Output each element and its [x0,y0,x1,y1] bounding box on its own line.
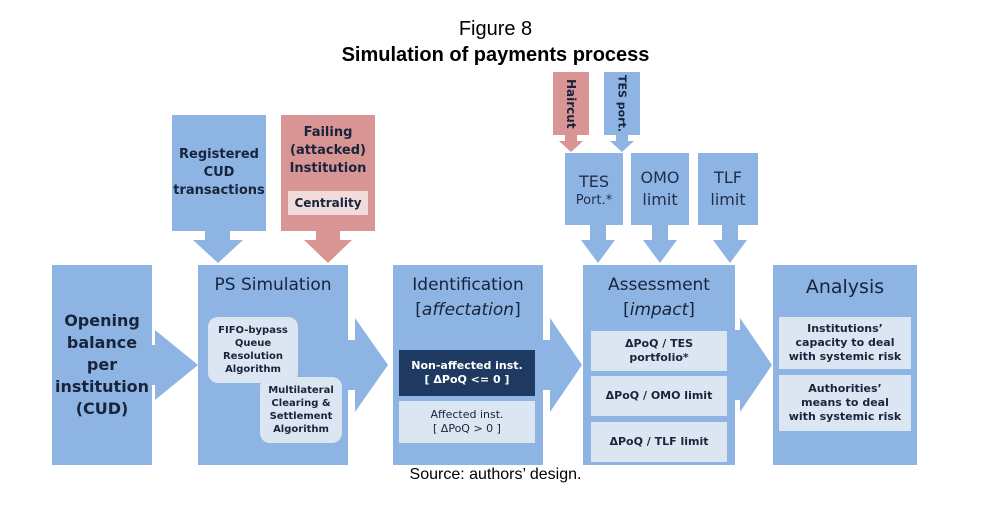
identification-subtitle-text: affectation [421,300,515,320]
figure-number: Figure 8 [458,18,533,40]
tlf-ratio-box: ΔPoQ / TLF limit [591,422,727,462]
authorities-means-box: Authorities’ means to deal with systemic… [779,375,911,431]
multilateral-clearing-algorithm: Multilateral Clearing & Settlement Algor… [260,377,342,443]
registered-transactions-box: Registered CUD transactions [172,115,266,231]
assessment-subtitle-text: impact [629,300,689,320]
ps-simulation-title: PS Simulation [214,275,332,295]
affected-condition: [ ΔPoQ > 0 ] [433,422,501,435]
tes-ratio-box: ΔPoQ / TES portfolio* [591,331,727,371]
omo-limit-box: OMO limit [631,153,689,225]
arrow-tlf-down [713,224,747,263]
institutions-capacity-box: Institutions’ capacity to deal with syst… [779,317,911,369]
arrow-tesport-down [610,135,634,152]
failing-institution-box: Failing (attacked) Institution Centralit… [281,115,375,231]
haircut-box: Haircut [553,72,589,135]
tes-portfolio-title: TES [578,171,610,191]
tlf-limit-sub: limit [710,190,746,209]
arrow-assessment-to-analysis [735,318,772,412]
identification-stage: Identification [affectation] Non-affecte… [393,265,543,465]
arrow-haircut-down [559,135,583,152]
non-affected-condition: [ ΔPoQ <= 0 ] [424,373,510,386]
tlf-limit-box: TLF limit [698,153,758,225]
figure-source: Source: authors’ design. [409,466,582,483]
identification-title: Identification [412,275,524,295]
non-affected-box: Non-affected inst. [ ΔPoQ <= 0 ] [399,350,535,396]
analysis-stage: Analysis Institutions’ capacity to deal … [773,265,917,465]
affected-box: Affected inst. [ ΔPoQ > 0 ] [399,401,535,443]
ps-simulation-stage: PS Simulation FIFO-bypass Queue Resoluti… [198,265,348,465]
tes-port-input-label: TES port. [615,74,629,133]
identification-subtitle: [affectation] [415,300,521,320]
analysis-title: Analysis [805,276,885,298]
tes-port-input-box: TES port. [604,72,640,135]
omo-ratio-box: ΔPoQ / OMO limit [591,376,727,416]
affected-label: Affected inst. [430,408,504,421]
fifo-bypass-algorithm: FIFO-bypass Queue Resolution Algorithm [208,317,298,383]
arrow-ps-to-identification [345,318,388,412]
opening-balance-label: Opening balance per institution (CUD) [54,311,150,418]
assessment-subtitle: [impact] [623,300,695,320]
assessment-title: Assessment [608,275,710,295]
arrow-opening-to-ps [150,330,198,400]
centrality-box: Centrality [288,191,368,215]
tlf-limit-title: TLF [714,168,742,187]
registered-transactions-label: Registered CUD transactions [173,147,265,198]
figure-title: Simulation of payments process [341,44,650,66]
non-affected-label: Non-affected inst. [411,359,523,372]
opening-balance-box: Opening balance per institution (CUD) [52,265,152,465]
tes-portfolio-sub: Port.* [575,192,613,208]
arrow-registered-down [193,230,243,263]
assessment-stage: Assessment [impact] ΔPoQ / TES portfolio… [583,265,735,465]
failing-institution-label: Failing (attacked) Institution [289,125,367,176]
omo-limit-sub: limit [642,190,678,209]
arrow-identification-to-assessment [543,318,582,412]
arrow-failing-down [304,230,352,263]
arrow-omo-down [643,224,677,263]
haircut-label: Haircut [564,78,578,129]
arrow-tes-down [581,224,615,263]
tes-portfolio-box: TES Port.* [565,153,623,225]
omo-limit-title: OMO [640,168,680,187]
